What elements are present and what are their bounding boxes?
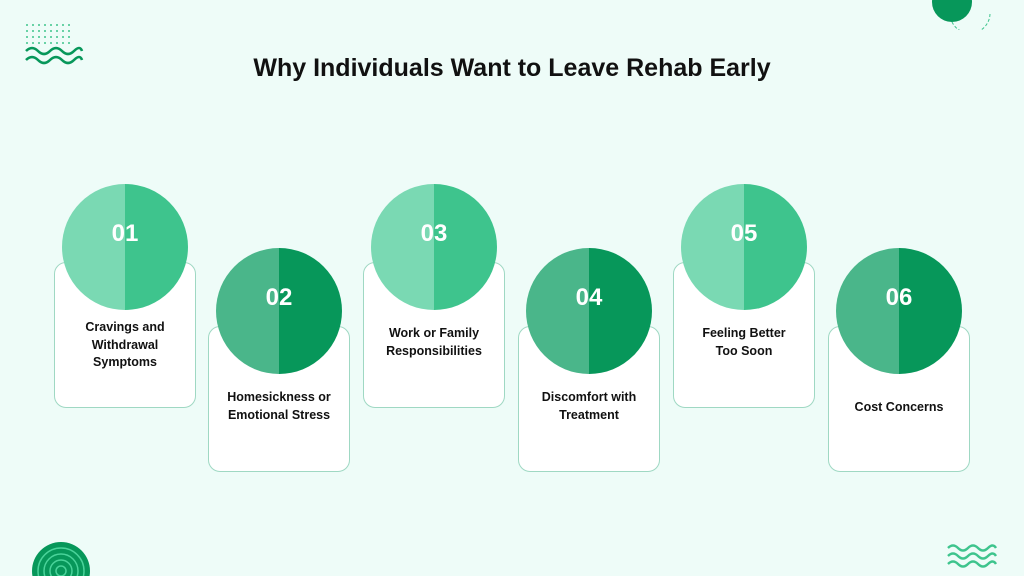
step-text: Work or Family Responsibilities xyxy=(386,326,482,358)
step-number: 05 xyxy=(730,220,758,247)
step-text: Homesickness or Emotional Stress xyxy=(227,390,331,422)
step-number-circle: 04 xyxy=(526,248,652,374)
step-text: Cost Concerns xyxy=(854,400,944,414)
step-01: Cravings and Withdrawal Symptoms 01 xyxy=(54,184,200,408)
dot-grid-icon xyxy=(26,24,70,44)
step-number: 03 xyxy=(420,220,448,247)
step-number-circle: 02 xyxy=(216,248,342,374)
page-title: Why Individuals Want to Leave Rehab Earl… xyxy=(253,54,771,82)
step-text: Discomfort with Treatment xyxy=(541,390,637,422)
wave-lines-icon xyxy=(25,46,84,65)
step-text: Cravings and Withdrawal Symptoms xyxy=(85,320,165,369)
step-number: 06 xyxy=(885,284,913,311)
wave-lines-icon xyxy=(947,544,998,568)
step-02: Homesickness or Emotional Stress 02 xyxy=(208,248,354,472)
step-04: Discomfort with Treatment 04 xyxy=(518,248,664,472)
concentric-circles-icon xyxy=(32,542,90,576)
step-06: Cost Concerns 06 xyxy=(828,248,974,472)
step-number: 02 xyxy=(265,284,293,311)
step-05: Feeling Better Too Soon 05 xyxy=(673,184,819,408)
step-text: Feeling Better Too Soon xyxy=(702,326,786,358)
step-03: Work or Family Responsibilities 03 xyxy=(363,184,509,408)
step-number: 01 xyxy=(111,220,139,247)
step-number-circle: 01 xyxy=(62,184,188,310)
step-number-circle: 03 xyxy=(371,184,497,310)
step-number-circle: 06 xyxy=(836,248,962,374)
step-number: 04 xyxy=(575,284,603,311)
half-circle-icon xyxy=(932,0,991,30)
step-number-circle: 05 xyxy=(681,184,807,310)
